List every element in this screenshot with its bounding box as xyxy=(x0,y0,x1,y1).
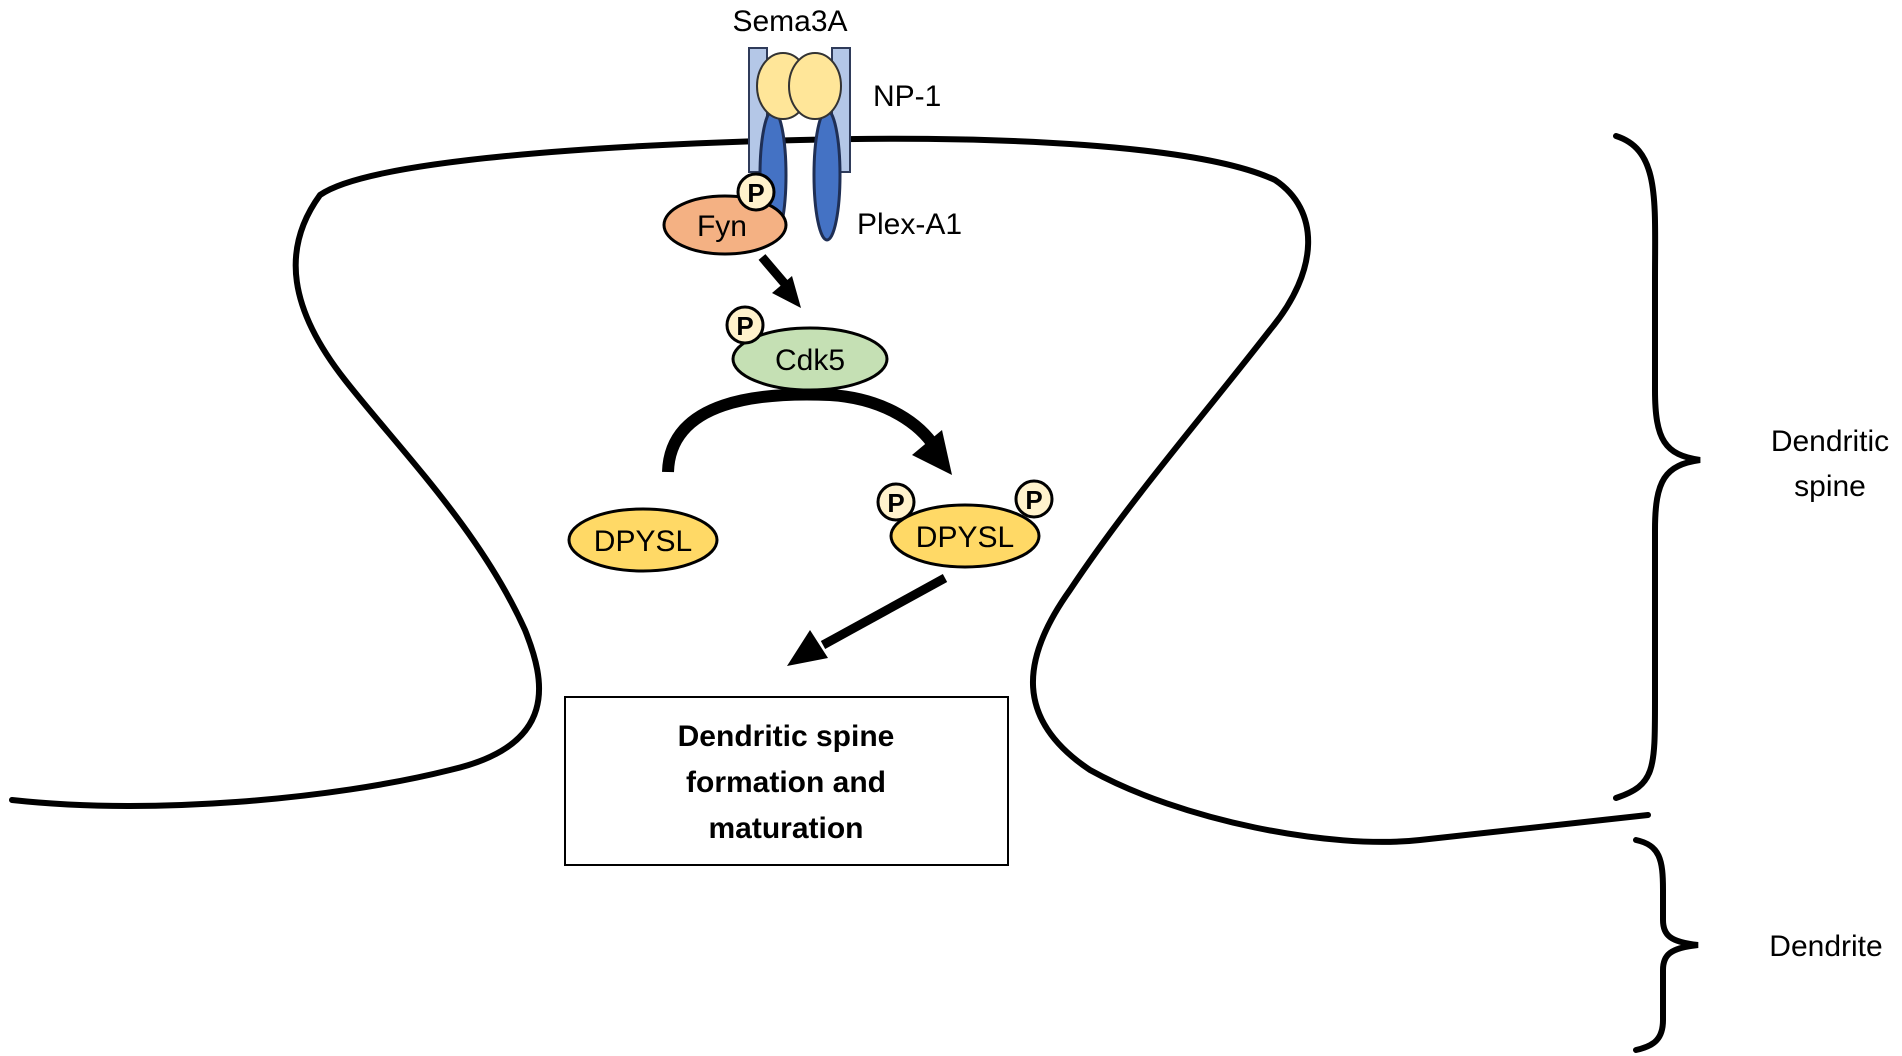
np1-label: NP-1 xyxy=(873,80,941,113)
outcome-line-1: Dendritic spine xyxy=(678,720,895,753)
dpysl-right-label: DPYSL xyxy=(916,521,1014,554)
dpysl-phospho-left-label: P xyxy=(887,488,904,518)
region-spine-label-line-2: spine xyxy=(1794,470,1866,503)
fyn-label: Fyn xyxy=(697,210,747,243)
outcome-line-2: formation and xyxy=(686,766,886,799)
outcome-box xyxy=(564,696,1009,866)
dpysl-phospho-right-label: P xyxy=(1025,485,1042,515)
fyn-phospho-label: P xyxy=(747,178,764,208)
dpysl-left-oval xyxy=(567,507,719,573)
plexa1-label: Plex-A1 xyxy=(857,208,962,241)
bracket-dendritic-spine xyxy=(1613,133,1701,801)
region-spine-label-line-1: Dendritic xyxy=(1771,425,1889,458)
arrowhead-phosphorylation xyxy=(912,430,952,475)
cdk5-label: Cdk5 xyxy=(775,344,845,377)
membrane-outline xyxy=(9,135,1651,845)
cdk5-phospho-label: P xyxy=(736,311,753,341)
sema3a-right-lobe xyxy=(788,52,842,120)
dpysl-phospho-right-circle xyxy=(1014,479,1054,519)
dpysl-phospho-left-circle xyxy=(876,482,916,522)
dpysl-right-oval xyxy=(889,503,1041,569)
arrowhead-fyn-to-cdk5 xyxy=(772,276,801,308)
plexa1-right-oval xyxy=(812,108,842,242)
sema3a-label: Sema3A xyxy=(732,5,847,38)
arrow-phosphorylation-curve xyxy=(662,388,937,473)
cdk5-phospho-circle xyxy=(725,305,765,345)
outcome-line-3: maturation xyxy=(708,812,863,845)
region-dendrite-label: Dendrite xyxy=(1769,930,1882,963)
arrowhead-dpysl-to-outcome xyxy=(787,630,828,666)
dpysl-left-label: DPYSL xyxy=(594,525,692,558)
arrow-fyn-to-cdk5 xyxy=(758,254,789,287)
fyn-phospho-circle xyxy=(736,172,776,212)
bracket-dendrite xyxy=(1633,837,1699,1053)
arrow-dpysl-to-outcome xyxy=(820,574,948,649)
